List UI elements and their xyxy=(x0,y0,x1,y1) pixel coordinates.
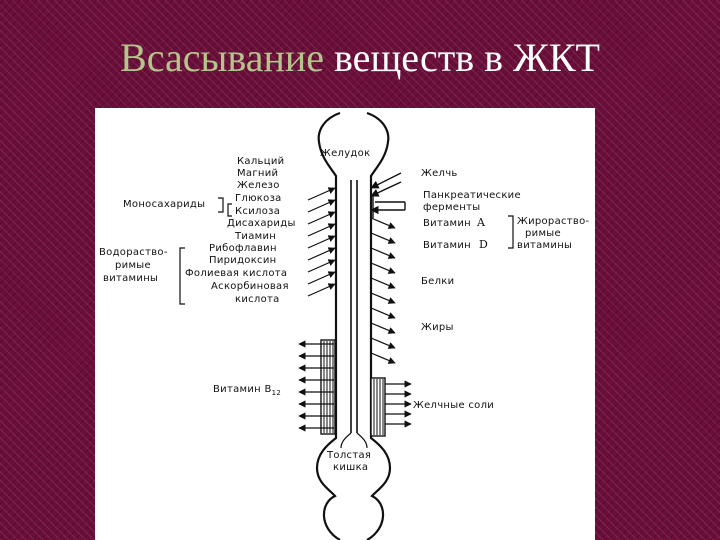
label-thiamine: Тиамин xyxy=(234,231,276,242)
label-ascorbic-line2: кислота xyxy=(235,294,280,305)
stomach-label: Желудок xyxy=(320,148,370,159)
label-proteins: Белки xyxy=(421,276,454,287)
right-absorption-arrows xyxy=(370,217,396,364)
left-absorption-arrows xyxy=(307,187,336,297)
label-pyridoxine: Пиридоксин xyxy=(209,255,276,266)
brackets xyxy=(179,197,514,305)
fat-soluble-bracket xyxy=(508,215,514,249)
label-bile-salts: Желчные соли xyxy=(413,400,494,411)
label-iron: Железо xyxy=(237,180,280,191)
label-pancreatic-line2: ферменты xyxy=(423,202,480,213)
tract-outline xyxy=(315,111,392,540)
label-glucose: Глюкоза xyxy=(235,193,282,204)
label-water-soluble-line1: Водораство- xyxy=(99,247,168,258)
label-fat-soluble-line1: Жирораство- xyxy=(517,216,590,227)
label-pancreatic-line1: Панкреатические xyxy=(423,190,521,201)
label-vitamin-b12: Витамин В12 xyxy=(213,384,281,397)
lumen-end-right xyxy=(356,432,368,449)
label-monosaccharides: Моносахариды xyxy=(123,199,205,210)
bile-salts-arrows xyxy=(385,380,412,428)
label-folic-acid: Фолиевая кислота xyxy=(185,268,287,279)
title-accent-word: Всасывание xyxy=(120,35,325,80)
label-magnesium: Магний xyxy=(237,168,278,179)
tract-left-wall xyxy=(315,111,341,540)
label-fat-soluble-line3: витамины xyxy=(517,240,572,251)
label-disaccharides: Дисахариды xyxy=(227,218,296,229)
monosaccharides-bracket xyxy=(227,203,232,217)
diagram-panel: Желудок Толстая кишка Кальций Магний Жел… xyxy=(95,108,595,540)
lumen-end-left xyxy=(340,432,352,449)
label-calcium: Кальций xyxy=(237,156,284,167)
label-xylose: Ксилоза xyxy=(235,206,280,217)
monosaccharides-left-bracket xyxy=(218,197,224,213)
title-rest: веществ в ЖКТ xyxy=(324,35,600,80)
water-soluble-bracket xyxy=(179,247,185,305)
pancreatic-arrows xyxy=(370,196,406,218)
label-water-soluble-line3: витамины xyxy=(103,273,158,284)
label-ascorbic-line1: Аскорбиновая xyxy=(211,281,289,292)
label-fat-soluble-line2: римые xyxy=(525,228,561,239)
label-water-soluble-line2: римые xyxy=(115,260,151,271)
digestive-tract-diagram: Желудок Толстая кишка Кальций Магний Жел… xyxy=(99,111,590,540)
tract-right-wall xyxy=(366,111,392,540)
colon-label-line1: Толстая xyxy=(326,450,371,461)
bile-salts-hatch-zone xyxy=(370,377,386,437)
colon-label-line2: кишка xyxy=(333,462,368,473)
label-bile: Желчь xyxy=(421,168,458,179)
vitamin-b12-arrows xyxy=(298,340,334,432)
label-riboflavin: Рибофлавин xyxy=(209,243,277,254)
ileum-hatch-zone xyxy=(320,339,336,435)
bile-arrows xyxy=(370,172,402,197)
slide-title: Всасывание веществ в ЖКТ xyxy=(0,34,720,81)
label-fats: Жиры xyxy=(421,322,454,333)
